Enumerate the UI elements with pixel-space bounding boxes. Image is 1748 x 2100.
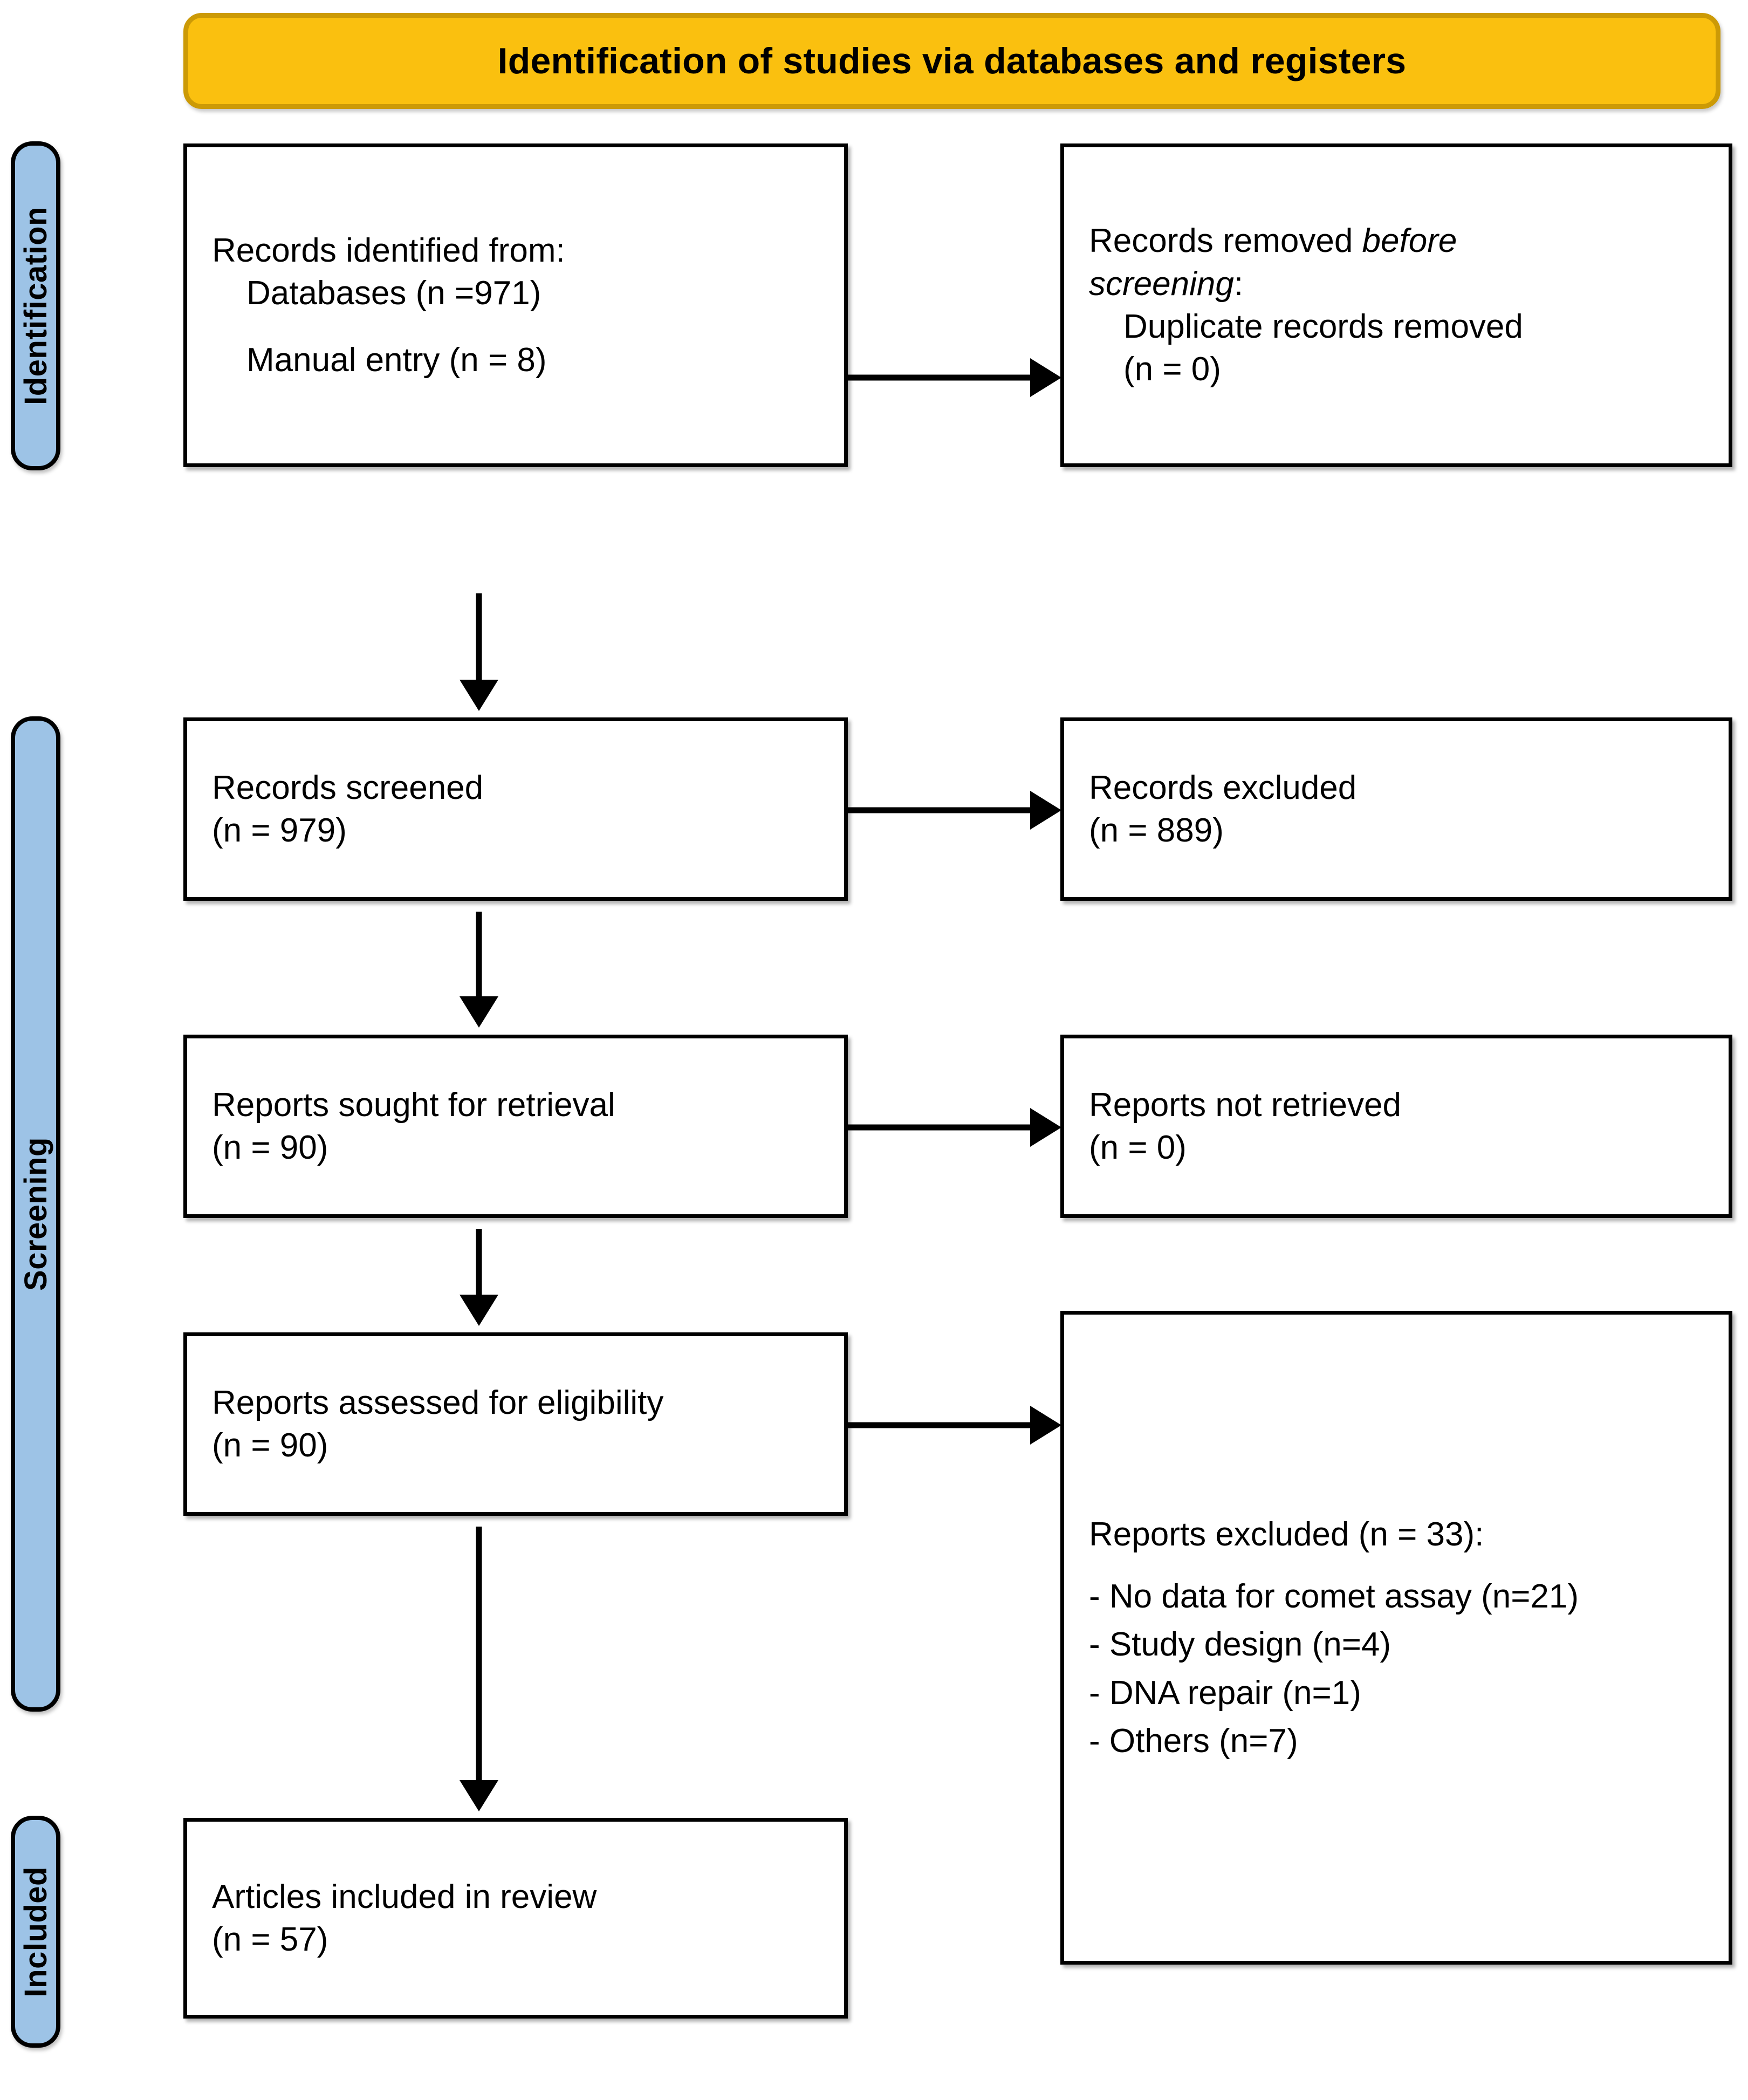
diagram-title: Identification of studies via databases … <box>497 40 1407 81</box>
records-removed-italic-before: before <box>1362 222 1457 260</box>
arrow-down-icon-sought-to-assessed <box>457 1229 501 1326</box>
arrow-shaft <box>848 1124 1030 1131</box>
node-records-screened: Records screened (n = 979) <box>183 717 848 901</box>
articles-included-label: Articles included in review <box>212 1878 597 1916</box>
arrow-right-icon-screened-to-excluded <box>848 789 1061 832</box>
reports-not-retrieved-count: (n = 0) <box>1089 1129 1187 1166</box>
records-removed-count: (n = 0) <box>1123 351 1221 388</box>
arrow-right-icon-identified-to-removed <box>848 356 1061 399</box>
arrow-down-icon-identified-to-screened <box>457 593 501 711</box>
records-removed-line-2: screening: <box>1089 263 1704 305</box>
stage-label-screening-text: Screening <box>18 1137 53 1291</box>
records-removed-prefix: Records removed <box>1089 222 1362 260</box>
records-identified-line-1: Records identified from: <box>212 231 565 269</box>
reports-not-retrieved-label: Reports not retrieved <box>1089 1086 1401 1124</box>
node-reports-excluded: Reports excluded (n = 33): - No data for… <box>1060 1311 1732 1965</box>
arrow-shaft <box>476 1229 482 1295</box>
arrow-head <box>460 996 498 1028</box>
arrow-shaft <box>476 912 482 996</box>
arrow-head <box>460 1780 498 1811</box>
arrow-head <box>1030 791 1061 830</box>
arrow-head <box>460 680 498 711</box>
records-identified-manual-entry: Manual entry (n = 8) <box>246 341 547 379</box>
stage-label-screening: Screening <box>11 716 60 1712</box>
records-identified-databases: Databases (n =971) <box>246 275 541 312</box>
reports-excluded-title: Reports excluded (n = 33): <box>1089 1515 1484 1553</box>
records-removed-line-1: Records removed before <box>1089 220 1704 262</box>
arrow-head <box>1030 358 1061 397</box>
node-articles-included-in-review: Articles included in review (n = 57) <box>183 1818 848 2019</box>
node-reports-sought-for-retrieval: Reports sought for retrieval (n = 90) <box>183 1035 848 1218</box>
arrow-head <box>460 1295 498 1326</box>
diagram-header-banner: Identification of studies via databases … <box>183 13 1720 109</box>
articles-included-count: (n = 57) <box>212 1921 328 1958</box>
node-reports-assessed-for-eligibility: Reports assessed for eligibility (n = 90… <box>183 1332 848 1516</box>
arrow-down-icon-assessed-to-included <box>457 1527 501 1811</box>
reports-assessed-count: (n = 90) <box>212 1427 328 1464</box>
arrow-right-icon-sought-to-not-retrieved <box>848 1106 1061 1149</box>
reports-excluded-reason-4: - Others (n=7) <box>1089 1722 1298 1760</box>
reports-excluded-reason-3: - DNA repair (n=1) <box>1089 1674 1361 1712</box>
node-reports-not-retrieved: Reports not retrieved (n = 0) <box>1060 1035 1732 1218</box>
stage-label-included: Included <box>11 1816 60 2048</box>
arrow-shaft <box>848 1422 1030 1428</box>
records-removed-italic-screening: screening <box>1089 265 1234 303</box>
records-screened-count: (n = 979) <box>212 812 347 849</box>
node-records-identified: Records identified from: Databases (n =9… <box>183 143 848 467</box>
reports-excluded-reason-2: - Study design (n=4) <box>1089 1626 1391 1664</box>
records-removed-duplicates: Duplicate records removed <box>1123 308 1523 345</box>
reports-excluded-reason-1: - No data for comet assay (n=21) <box>1089 1577 1579 1615</box>
records-screened-label: Records screened <box>212 769 484 806</box>
reports-sought-count: (n = 90) <box>212 1129 328 1166</box>
arrow-right-icon-assessed-to-reports-excluded <box>848 1404 1061 1447</box>
node-records-removed-before-screening: Records removed before screening: Duplic… <box>1060 143 1732 467</box>
arrow-head <box>1030 1406 1061 1445</box>
reports-assessed-label: Reports assessed for eligibility <box>212 1384 664 1421</box>
records-excluded-label: Records excluded <box>1089 769 1357 806</box>
node-records-excluded: Records excluded (n = 889) <box>1060 717 1732 901</box>
arrow-shaft <box>848 374 1030 381</box>
arrow-head <box>1030 1108 1061 1147</box>
arrow-shaft <box>848 807 1030 813</box>
reports-sought-label: Reports sought for retrieval <box>212 1086 615 1124</box>
records-excluded-count: (n = 889) <box>1089 812 1224 849</box>
records-identified-spacer <box>212 315 819 339</box>
stage-label-included-text: Included <box>18 1866 53 1998</box>
arrow-shaft <box>476 593 482 680</box>
records-removed-colon: : <box>1233 265 1244 303</box>
arrow-down-icon-screened-to-sought <box>457 912 501 1028</box>
arrow-shaft <box>476 1527 482 1780</box>
stage-label-identification-text: Identification <box>18 207 53 405</box>
stage-label-identification: Identification <box>11 141 60 470</box>
